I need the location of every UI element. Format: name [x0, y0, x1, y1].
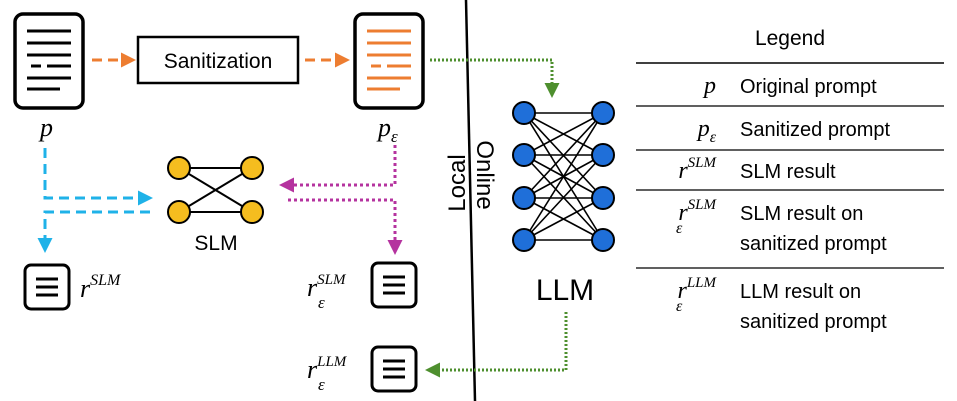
local-online-divider: [464, 0, 477, 401]
sanitization-label: Sanitization: [164, 50, 273, 73]
slm-network-icon: [167, 156, 264, 224]
legend-description: Original prompt: [740, 76, 877, 98]
arrow-slm-to-sanitized-slm-result: [288, 198, 403, 255]
arrow-llm-to-llm-result: [425, 312, 568, 378]
sanitized-prompt-symbol: pε: [376, 113, 398, 146]
llm-label: LLM: [536, 274, 594, 307]
sanitized-slm-result-document-icon: [370, 261, 418, 309]
legend-description: sanitized prompt: [740, 233, 887, 255]
online-region-label: Online: [471, 140, 498, 209]
local-region-label: Local: [444, 154, 471, 211]
llm-result-document-icon: [370, 345, 418, 393]
legend-symbol: rSLM: [678, 155, 717, 184]
legend-symbol: rLLM: [677, 275, 717, 304]
slm-result-document-icon: [23, 263, 71, 311]
sanitization-box: [136, 35, 300, 85]
slm-result-symbol: rSLM: [80, 272, 122, 303]
legend-table: Legend p Original prompt pε Sanitized promp…: [636, 27, 944, 333]
arrow-sanitized-to-slm: [279, 145, 397, 193]
legend-description: LLM result on: [740, 281, 861, 303]
original-prompt-symbol: p: [38, 113, 53, 142]
legend-symbol: pε: [696, 116, 717, 146]
legend-symbol-subscript: ε: [676, 298, 683, 315]
legend-symbol: p: [702, 73, 716, 99]
arrow-prompt-to-slm: [43, 148, 153, 206]
legend-description: SLM result on: [740, 203, 863, 225]
slm-label: SLM: [194, 232, 237, 255]
legend-symbol: rSLM: [678, 197, 717, 226]
llm-network-icon: [512, 101, 615, 252]
sanitized-prompt-document-icon: [353, 12, 425, 110]
legend-title: Legend: [755, 27, 825, 50]
arrow-sanitized-to-llm: [430, 58, 560, 98]
legend-description: SLM result: [740, 161, 836, 183]
arrow-prompt-to-slm-result: [37, 210, 150, 253]
legend-symbol-subscript: ε: [676, 220, 683, 237]
legend-description: sanitized prompt: [740, 311, 887, 333]
legend-description: Sanitized prompt: [740, 119, 891, 141]
original-prompt-document-icon: [13, 12, 85, 110]
